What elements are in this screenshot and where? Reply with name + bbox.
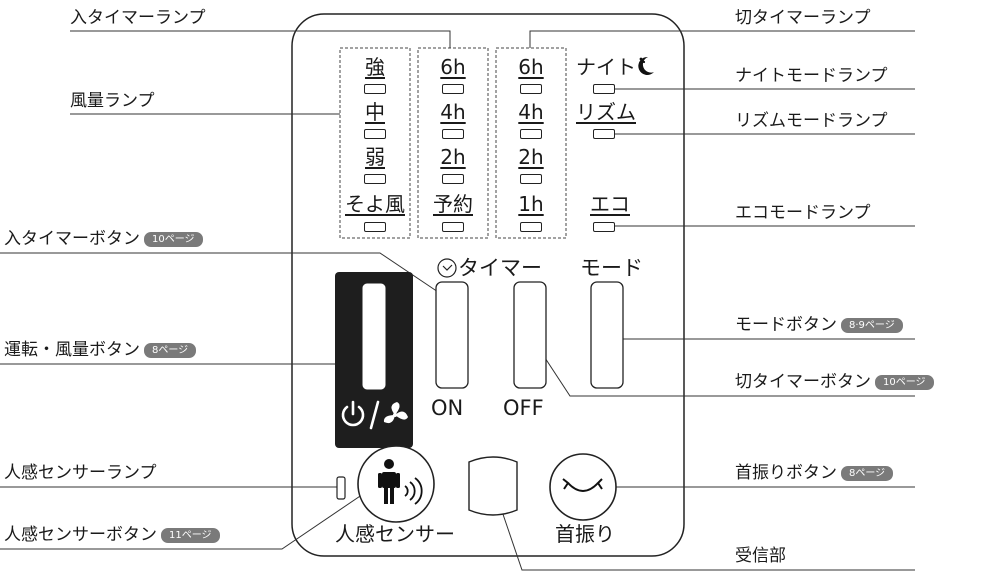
eco-mode-lamp bbox=[593, 222, 615, 232]
night-label: ナイト bbox=[576, 55, 636, 79]
page-ref-badge: 8ページ bbox=[841, 466, 894, 481]
person-sensor-icon bbox=[378, 459, 400, 504]
callout-on-timer-button: 入タイマーボタン 10ページ bbox=[4, 229, 203, 249]
callout-swing-button-label: 首振りボタン bbox=[735, 463, 837, 483]
off-timer-label: 2h bbox=[518, 145, 544, 169]
callout-rhythm-mode-lamp: リズムモードランプ bbox=[735, 111, 888, 131]
run-fan-button-slot bbox=[362, 283, 386, 390]
on-timer-label: 6h bbox=[440, 55, 466, 79]
on-timer-label: 予約 bbox=[433, 192, 473, 216]
page-ref-badge: 8ページ bbox=[144, 343, 197, 358]
fan-lamp-group bbox=[339, 47, 411, 239]
swing-button bbox=[549, 453, 617, 521]
fan-level-lamp bbox=[364, 174, 386, 184]
fan-level-lamp bbox=[364, 222, 386, 232]
page-ref-badge: 10ページ bbox=[144, 232, 203, 247]
on-timer-label: 2h bbox=[440, 145, 466, 169]
callout-mode-button: モードボタン 8·9ページ bbox=[735, 315, 903, 335]
off-label: OFF bbox=[503, 396, 544, 420]
callout-eco-mode-lamp: エコモードランプ bbox=[735, 203, 871, 223]
callout-sensor-button-label: 人感センサーボタン bbox=[4, 525, 157, 545]
callout-night-mode-lamp: ナイトモードランプ bbox=[735, 66, 888, 86]
callout-receiver: 受信部 bbox=[735, 546, 786, 566]
swing-arrows-icon bbox=[562, 478, 603, 492]
fan-level-label: そよ風 bbox=[345, 192, 405, 216]
on-timer-lamp bbox=[442, 222, 464, 232]
off-timer-button bbox=[513, 281, 547, 389]
off-timer-lamp bbox=[520, 222, 542, 232]
swing-label: 首振り bbox=[555, 522, 615, 546]
on-timer-lamp bbox=[442, 129, 464, 139]
fan-level-label: 弱 bbox=[365, 145, 385, 169]
on-timer-lamp bbox=[442, 84, 464, 94]
off-timer-lamp bbox=[520, 129, 542, 139]
callout-off-timer-button-label: 切タイマーボタン bbox=[735, 372, 871, 392]
remote-panel-outline bbox=[291, 13, 685, 557]
callout-run-fan-button: 運転・風量ボタン 8ページ bbox=[4, 340, 197, 360]
callout-run-fan-button-label: 運転・風量ボタン bbox=[4, 340, 140, 360]
receiver-window bbox=[468, 456, 518, 516]
sensor-label: 人感センサー bbox=[335, 522, 455, 546]
callout-off-timer-button: 切タイマーボタン 10ページ bbox=[735, 372, 934, 392]
page-ref-badge: 10ページ bbox=[875, 375, 934, 390]
off-timer-label: 1h bbox=[518, 192, 544, 216]
sensor-lamp bbox=[336, 476, 346, 500]
rhythm-label: リズム bbox=[576, 100, 636, 124]
callout-on-timer-lamp: 入タイマーランプ bbox=[70, 8, 206, 28]
rhythm-mode-lamp bbox=[593, 129, 615, 139]
on-timer-label: 4h bbox=[440, 100, 466, 124]
on-timer-lamp-group bbox=[417, 47, 489, 239]
on-timer-button bbox=[435, 281, 469, 389]
callout-fan-speed-lamp: 風量ランプ bbox=[70, 91, 155, 111]
clock-icon bbox=[437, 258, 457, 278]
eco-label: エコ bbox=[590, 192, 630, 216]
off-timer-lamp-group bbox=[495, 47, 567, 239]
off-timer-label: 6h bbox=[518, 55, 544, 79]
off-timer-lamp bbox=[520, 174, 542, 184]
fan-level-label: 強 bbox=[365, 55, 385, 79]
off-timer-label: 4h bbox=[518, 100, 544, 124]
callout-sensor-lamp: 人感センサーランプ bbox=[4, 463, 157, 483]
power-fan-icon bbox=[341, 400, 380, 430]
fan-level-lamp bbox=[364, 129, 386, 139]
fan-level-label: 中 bbox=[365, 100, 385, 124]
callout-off-timer-lamp: 切タイマーランプ bbox=[735, 8, 871, 28]
callout-sensor-button: 人感センサーボタン 11ページ bbox=[4, 525, 220, 545]
off-timer-lamp bbox=[520, 84, 542, 94]
on-timer-lamp bbox=[442, 174, 464, 184]
fan-blades bbox=[383, 402, 408, 424]
night-mode-lamp bbox=[593, 84, 615, 94]
callout-swing-button: 首振りボタン 8ページ bbox=[735, 463, 894, 483]
mode-heading: モード bbox=[580, 256, 643, 280]
callout-on-timer-button-label: 入タイマーボタン bbox=[4, 229, 140, 249]
moon-icon bbox=[638, 56, 654, 75]
timer-heading: タイマー bbox=[458, 256, 542, 280]
on-label: ON bbox=[431, 396, 464, 420]
callout-mode-button-label: モードボタン bbox=[735, 315, 837, 335]
page-ref-badge: 11ページ bbox=[161, 528, 220, 543]
page-ref-badge: 8·9ページ bbox=[841, 318, 903, 333]
fan-level-lamp bbox=[364, 84, 386, 94]
mode-button bbox=[590, 281, 624, 389]
sensor-waves bbox=[404, 477, 423, 505]
